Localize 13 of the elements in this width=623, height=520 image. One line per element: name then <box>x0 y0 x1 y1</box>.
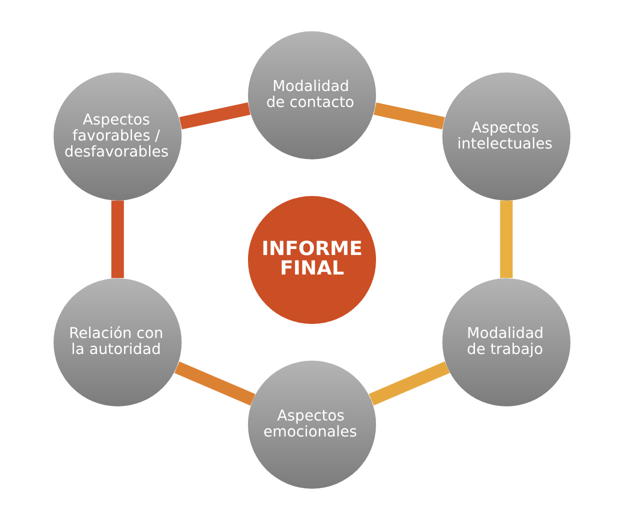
connector <box>373 102 444 130</box>
connector <box>178 102 250 130</box>
node-circle: Aspectos intelectuales <box>442 72 570 201</box>
node-circle: Modalidad de trabajo <box>442 278 570 406</box>
node-circle: Relación con la autoridad <box>53 278 182 406</box>
connector <box>110 200 124 278</box>
connector <box>174 361 255 406</box>
node-circle: Modalidad de contacto <box>247 31 376 160</box>
node-circle: Aspectos favorables / desfavorables <box>53 72 182 201</box>
node-circle: Aspectos emocionales <box>247 360 376 489</box>
node-circle: INFORME FINAL <box>247 196 376 324</box>
connector <box>500 200 512 278</box>
connector <box>368 361 450 406</box>
